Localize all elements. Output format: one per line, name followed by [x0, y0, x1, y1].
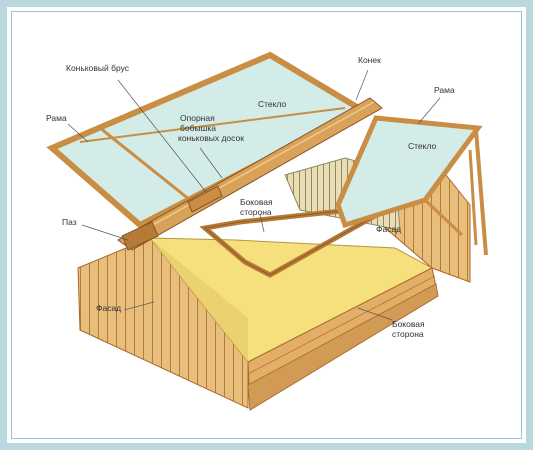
left-frame-bar	[79, 107, 346, 143]
leader-side-lower	[357, 307, 393, 321]
groove-block	[121, 221, 159, 251]
label-ridge-beam: Коньковый брус	[66, 63, 129, 73]
leader-ridge	[355, 69, 369, 101]
label-side-lower-2: сторона	[392, 329, 424, 339]
soil-shadow	[150, 238, 248, 362]
label-ridge: Конек	[358, 55, 381, 65]
label-glass-left: Стекло	[258, 99, 287, 109]
label-side-lower-1: Боковая	[392, 319, 425, 329]
label-frame-left: Рама	[46, 113, 67, 123]
label-support-boss-2: бобышка	[180, 123, 217, 133]
leader-support	[199, 147, 223, 179]
right-frame-slant	[423, 198, 464, 237]
leader-frame-right	[417, 97, 441, 125]
leader-facade-left	[123, 301, 155, 311]
label-support-boss-1: Опорная	[180, 113, 215, 123]
right-frame	[335, 115, 483, 229]
right-frame-bar	[474, 129, 488, 256]
label-side-upper-2: сторона	[240, 207, 272, 217]
leader-frame-left	[67, 123, 89, 143]
label-glass-right: Стекло	[408, 141, 437, 151]
leader-groove	[81, 224, 129, 241]
label-groove: Паз	[62, 217, 77, 227]
front-board-line	[247, 275, 436, 375]
label-facade-left: Фасад	[96, 303, 122, 313]
ridge-beam-highlight	[121, 101, 375, 243]
label-side-upper-1: Боковая	[240, 197, 273, 207]
left-frame-mullion	[99, 126, 191, 202]
support-boss-block	[187, 185, 223, 213]
right-frame-bar-2	[468, 149, 478, 246]
leader-side-upper	[259, 213, 265, 233]
leader-lines	[67, 69, 441, 321]
leader-ridge-beam	[117, 79, 207, 193]
label-facade-right: Фасад	[376, 224, 402, 234]
label-frame-right: Рама	[434, 85, 455, 95]
front-side-board-lower	[247, 283, 439, 411]
label-support-boss-3: коньковых досок	[178, 133, 244, 143]
